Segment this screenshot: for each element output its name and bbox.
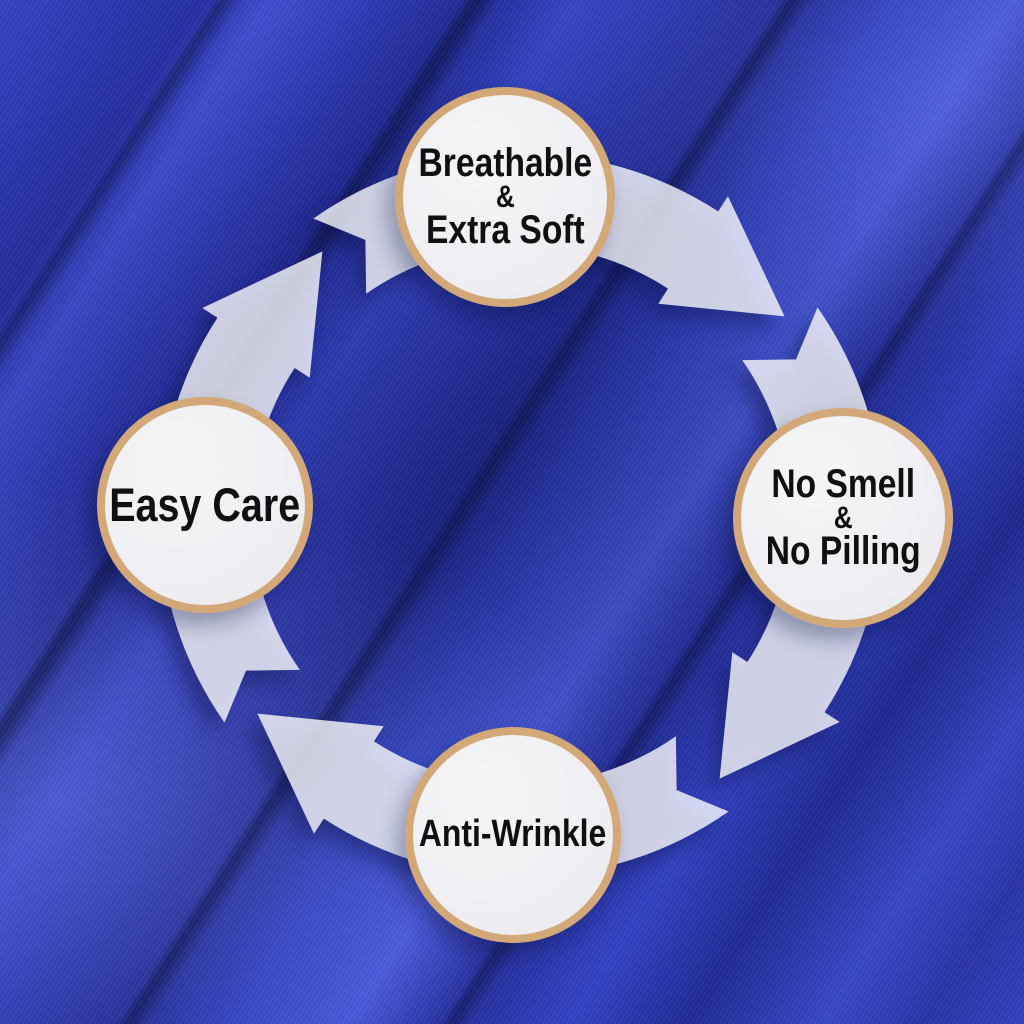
badge-no-smell-no-pilling: No Smell&No Pilling: [733, 408, 953, 628]
badge-easy-care: Easy Care: [97, 397, 313, 613]
badge-label: Easy Care: [109, 477, 301, 531]
badge-breathable-extra-soft: Breathable&Extra Soft: [395, 87, 615, 307]
badge-label: Breathable&Extra Soft: [418, 141, 592, 252]
badge-label: Anti-Wrinkle: [419, 813, 607, 856]
badge-label: No Smell&No Pilling: [765, 462, 921, 573]
badge-anti-wrinkle: Anti-Wrinkle: [405, 727, 621, 943]
